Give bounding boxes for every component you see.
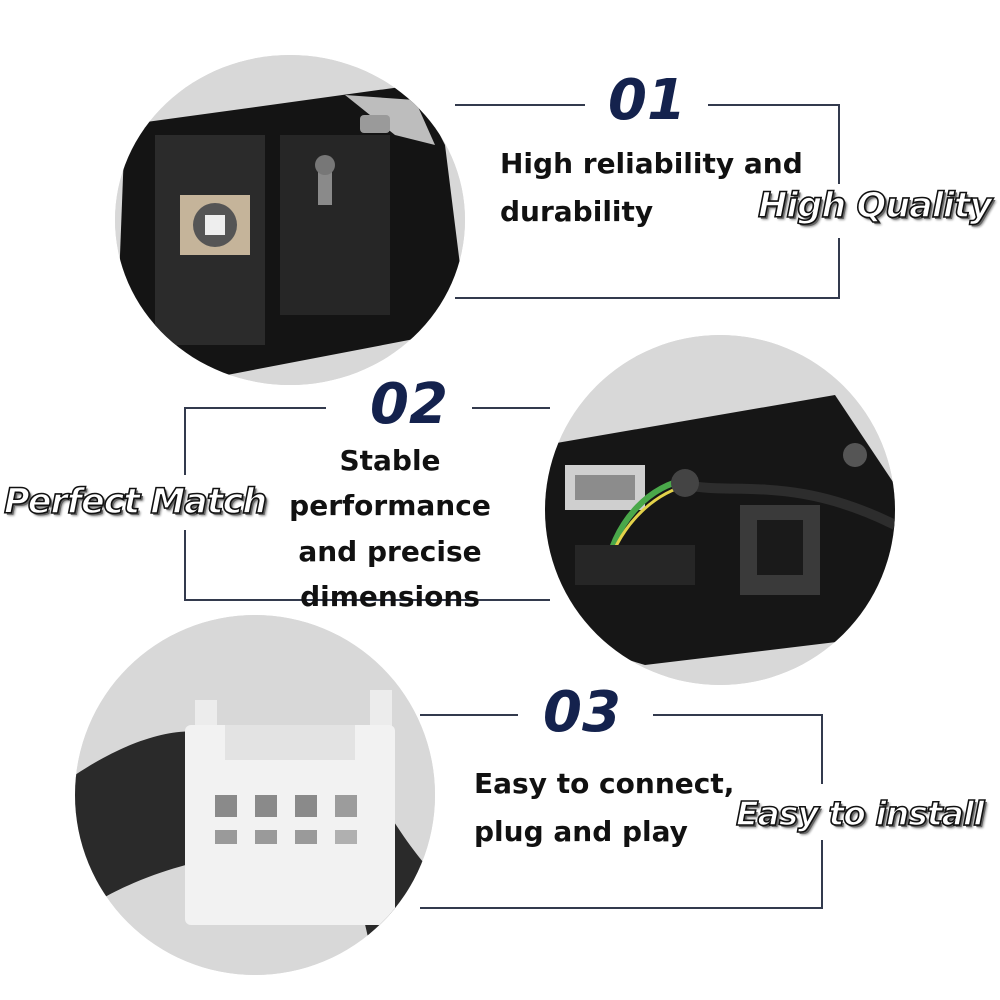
frame-line-01-top-right (708, 104, 840, 106)
feature-number-02: 02 (370, 372, 448, 437)
product-photo-switch-back (115, 55, 465, 385)
feature-number-01: 01 (608, 68, 686, 133)
frame-line-03-right-upper (821, 714, 823, 784)
frame-line-01-right-lower (838, 238, 840, 298)
switch-back-illustration (115, 55, 465, 385)
frame-line-03-top-right (653, 714, 823, 716)
feature-02-line-1: Stable performance (289, 444, 491, 523)
feature-tag-perfect-match: Perfect Match (3, 481, 268, 523)
frame-line-01-top-left (455, 104, 585, 106)
frame-line-02-left-upper (184, 407, 186, 475)
connector-plug-illustration (75, 615, 435, 975)
feature-tag-high-quality: High Quality (757, 185, 993, 227)
frame-line-02-top-left (184, 407, 326, 409)
wiring-harness-illustration (545, 335, 895, 685)
feature-description-03: Easy to connect, plug and play (474, 760, 734, 855)
feature-03-line-1: Easy to connect, (474, 767, 735, 800)
frame-line-01-bottom (455, 297, 840, 299)
frame-line-03-top-left (420, 714, 518, 716)
feature-01-line-2: durability (500, 194, 654, 228)
frame-line-02-left-lower (184, 530, 186, 600)
feature-02-line-3: dimensions (300, 580, 480, 614)
frame-line-03-bottom (420, 907, 823, 909)
frame-line-02-bottom (184, 599, 550, 601)
feature-tag-easy-to-install: Easy to install (735, 793, 985, 834)
feature-01-line-1: High reliability and (500, 147, 803, 180)
feature-03-line-2: plug and play (474, 814, 688, 848)
frame-line-02-top-right (472, 407, 550, 409)
frame-line-03-right-lower (821, 840, 823, 908)
product-photo-wiring-harness (545, 335, 895, 685)
product-photo-connector-plug (75, 615, 435, 975)
feature-number-03: 03 (543, 680, 621, 745)
frame-line-01-right-upper (838, 104, 840, 184)
feature-description-01: High reliability and durability (500, 140, 803, 235)
feature-description-02: Stable performance and precise dimension… (240, 438, 540, 619)
feature-02-line-2: and precise (298, 534, 482, 568)
